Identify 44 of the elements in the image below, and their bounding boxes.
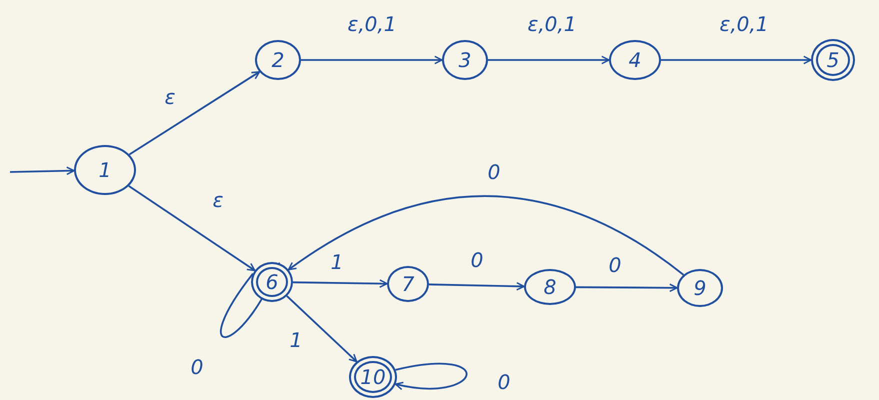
arrow: [394, 362, 468, 390]
arrow: [428, 282, 525, 291]
arrow: [661, 56, 812, 64]
edge-label: 1: [330, 252, 344, 272]
arrow: [576, 283, 678, 292]
edge-label: ε: [212, 190, 224, 210]
state-label: 5: [826, 50, 840, 70]
arrow: [128, 185, 256, 272]
edge-label: 0: [470, 250, 484, 270]
state-label: 7: [402, 274, 414, 294]
state-label: 4: [628, 50, 642, 70]
arrow: [288, 195, 684, 276]
state-circle: [74, 145, 136, 195]
edge-label: ε,0,1: [720, 14, 768, 34]
state-circle: [442, 40, 488, 80]
arrow: [301, 56, 443, 64]
state-circle: [524, 269, 576, 305]
edge-label: ε,0,1: [528, 14, 576, 34]
edge-label: ε,0,1: [348, 14, 396, 34]
arrow: [10, 166, 75, 176]
state-label: 1: [98, 160, 112, 180]
state-label: 8: [544, 277, 556, 297]
state-label: 3: [458, 50, 472, 70]
accept-state-circle: [251, 262, 293, 302]
edge-label: 0: [498, 372, 510, 392]
arrow: [488, 56, 610, 64]
state-circle: [255, 40, 301, 80]
accept-state-circle: [811, 39, 855, 81]
state-label: 9: [694, 278, 706, 298]
state-circle: [677, 269, 723, 307]
accept-state-circle: [349, 356, 397, 398]
state-label: 6: [266, 272, 278, 292]
edge-label: 0: [190, 357, 204, 377]
state-label: 10: [360, 367, 386, 387]
edge-label: ε: [164, 87, 176, 107]
arrow: [128, 71, 260, 156]
edge-label: 0: [488, 162, 500, 182]
edge-label: 0: [608, 255, 622, 275]
arrow: [292, 279, 388, 288]
state-circle: [387, 266, 429, 302]
edge-label: 1: [290, 330, 302, 350]
arrow: [286, 295, 358, 362]
state-label: 2: [272, 50, 284, 70]
state-circle: [609, 40, 661, 80]
